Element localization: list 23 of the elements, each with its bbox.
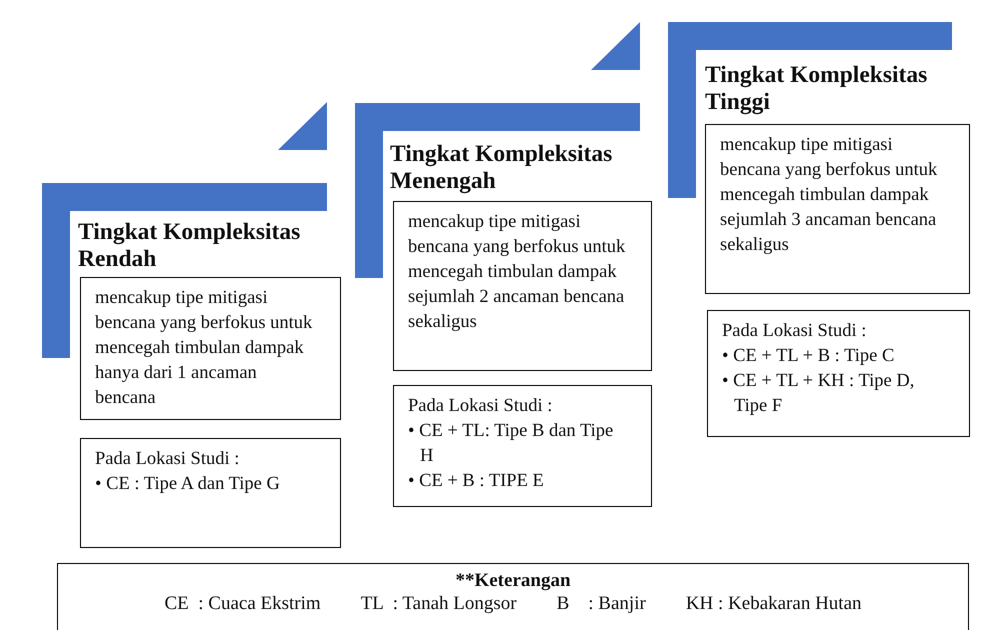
description-box: mencakup tipe mitigasi bencana yang berfokus untuk mencegah timbulan dampak sejumlah 2 ancaman bencana sekaligus xyxy=(393,201,652,371)
list-heading: Pada Lokasi Studi : xyxy=(722,320,868,343)
legend-item: KH : Kebakaran Hutan xyxy=(686,592,862,616)
list-heading: Pada Lokasi Studi : xyxy=(408,395,554,418)
legend-item: CE : Cuaca Ekstrim xyxy=(164,592,321,616)
legend-item: TL : Tanah Longsor xyxy=(360,592,517,616)
description-box: mencakup tipe mitigasi bencana yang berfokus untuk mencegah timbulan dampak hanya dari 1 ancaman bencana xyxy=(80,277,341,420)
study-location-box xyxy=(707,310,970,437)
legend-box xyxy=(57,563,969,630)
legend-heading: **Keterangan xyxy=(454,570,572,593)
step-heading: Tingkat Kompleksitas Tinggi xyxy=(705,62,928,116)
bullet-item: • CE : Tipe A dan Tipe G xyxy=(95,473,281,496)
list-heading: Pada Lokasi Studi : xyxy=(95,448,240,471)
description-box: mencakup tipe mitigasi bencana yang berfokus untuk mencegah timbulan dampak sejumlah 3 ancaman bencana sekaligus xyxy=(705,124,970,294)
bullet-item: • CE + B : TIPE E xyxy=(408,470,545,493)
legend-item: B : Banjir xyxy=(556,592,646,616)
step-heading: Tingkat Kompleksitas Rendah xyxy=(78,219,302,274)
study-location-box xyxy=(393,385,652,507)
bullet-item: • CE + TL: Tipe B dan Tipe H xyxy=(408,420,614,468)
study-location-box xyxy=(80,438,341,548)
step-heading: Tingkat Kompleksitas Menengah xyxy=(390,141,614,196)
bullet-item: • CE + TL + B : Tipe C xyxy=(722,345,896,368)
bullet-item: • CE + TL + KH : Tipe D, Tipe F xyxy=(722,370,916,418)
